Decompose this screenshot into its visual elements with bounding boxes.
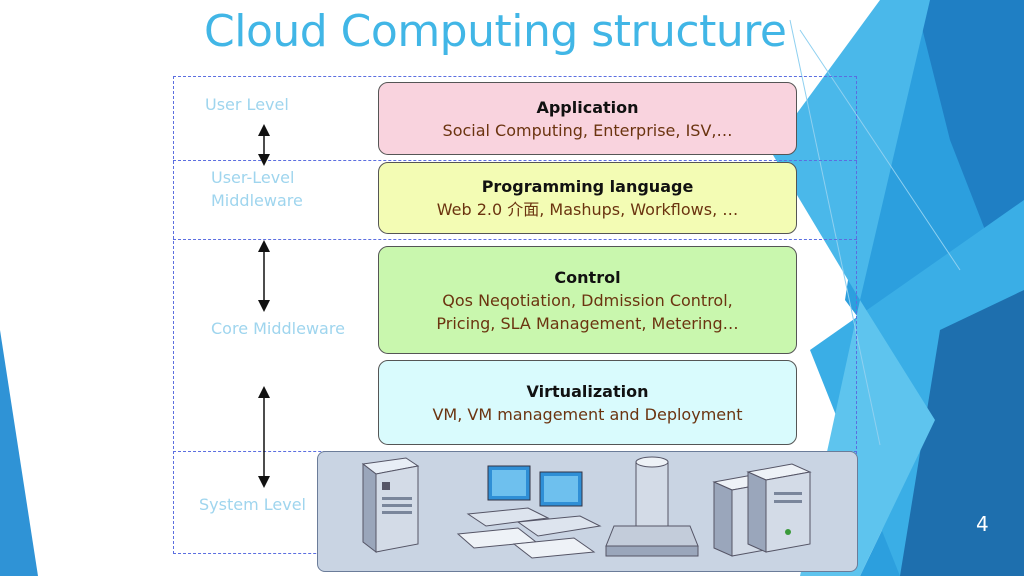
box-programming-language: Programming language Web 2.0 介面, Mashups… bbox=[378, 162, 797, 234]
control-line1: Qos Neqotiation, Ddmission Control, bbox=[442, 290, 733, 310]
application-heading: Application bbox=[536, 97, 639, 117]
box-application: Application Social Computing, Enterprise… bbox=[378, 82, 797, 155]
hardware-panel bbox=[317, 451, 858, 572]
hardware-icons bbox=[361, 456, 812, 559]
programming-heading: Programming language bbox=[481, 177, 694, 196]
server-tower-icon bbox=[361, 457, 420, 554]
programming-text: Web 2.0 介面, Mashups, Workflows, … bbox=[436, 200, 739, 219]
mainframe-icon bbox=[605, 456, 699, 557]
application-text: Social Computing, Enterprise, ISV,… bbox=[442, 120, 733, 140]
box-virtualization: Virtualization VM, VM management and Dep… bbox=[378, 360, 797, 445]
page-title: Cloud Computing structure bbox=[204, 6, 787, 57]
separator-middleware bbox=[173, 239, 857, 240]
virtualization-heading: Virtualization bbox=[526, 381, 649, 401]
label-system-level: System Level bbox=[199, 495, 306, 514]
control-line2: Pricing, SLA Management, Metering… bbox=[436, 313, 739, 333]
separator-user bbox=[173, 160, 857, 161]
workstations-icon bbox=[456, 465, 602, 559]
box-control: Control Qos Neqotiation, Ddmission Contr… bbox=[378, 246, 797, 354]
virtualization-text: VM, VM management and Deployment bbox=[432, 404, 743, 424]
control-heading: Control bbox=[554, 267, 621, 287]
label-user-level-middleware: User-Level Middleware bbox=[211, 166, 303, 212]
label-user-middleware-line1: User-Level bbox=[211, 168, 295, 187]
label-core-middleware: Core Middleware bbox=[211, 319, 345, 338]
label-user-middleware-line2: Middleware bbox=[211, 191, 303, 210]
label-user-level: User Level bbox=[205, 95, 289, 114]
page-number: 4 bbox=[976, 512, 989, 536]
server-pair-icon bbox=[712, 463, 812, 557]
